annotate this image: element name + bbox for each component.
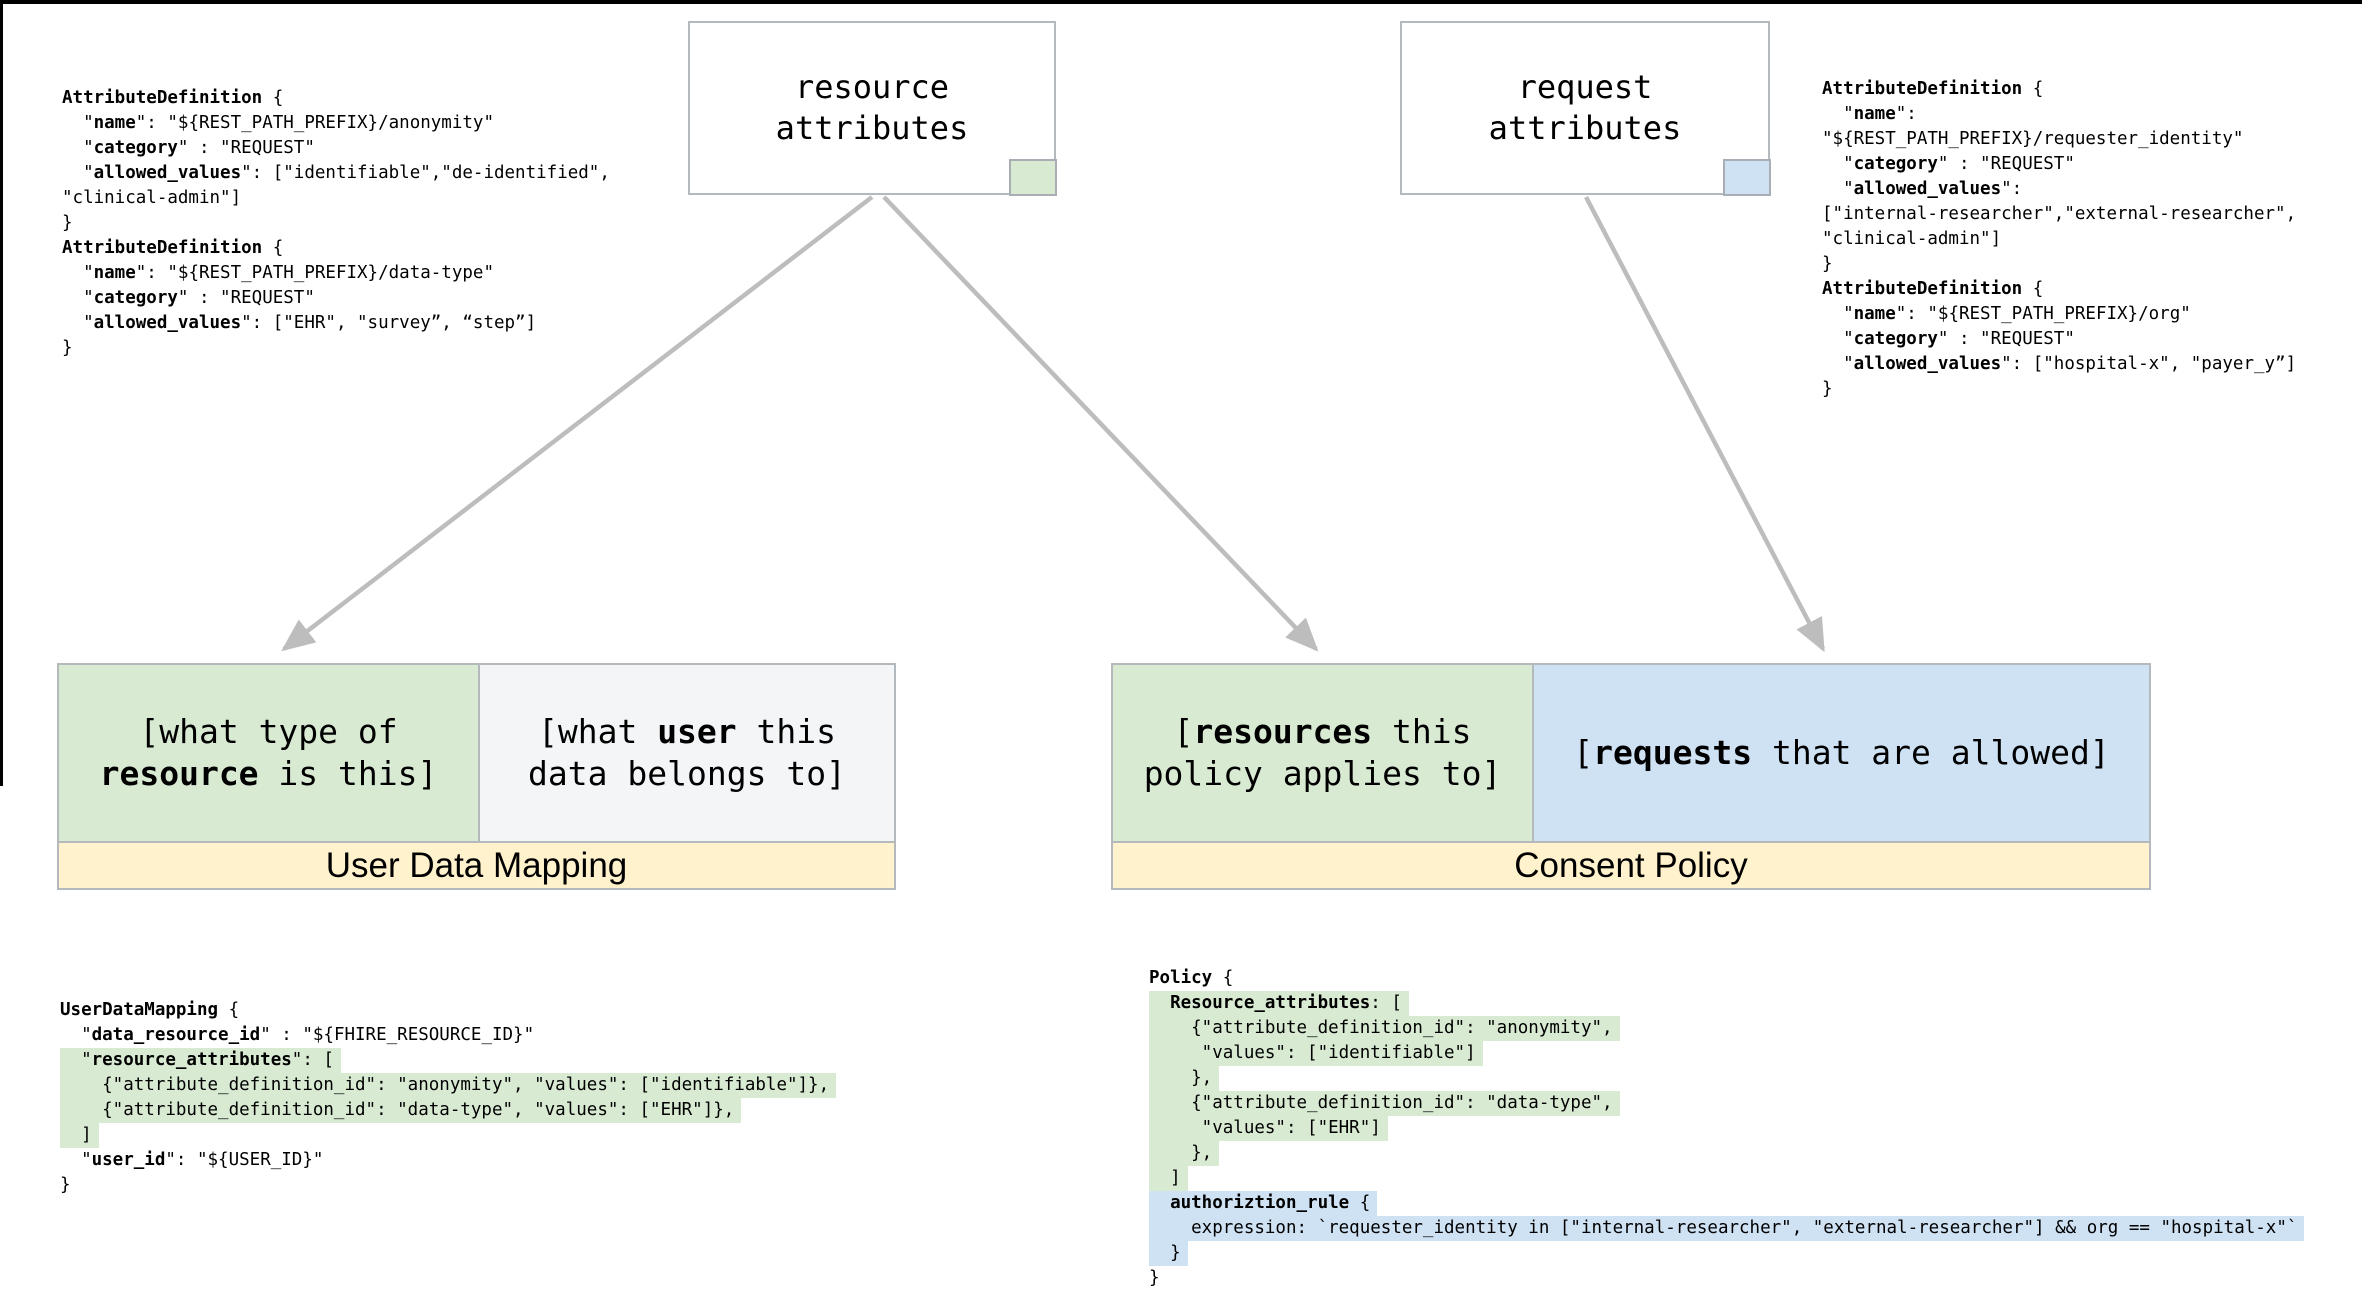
resource-attributes-label-line2: attributes (775, 109, 969, 147)
consent-policy-requests-cell: [requests that are allowed] (1532, 665, 2149, 841)
text-line: data belongs to] (528, 754, 846, 793)
text-line: ] (1149, 1166, 2304, 1191)
consent-policy-title: Consent Policy (1514, 845, 1748, 885)
text-line: "category" : "REQUEST" (62, 288, 315, 308)
text-line: } (1822, 379, 1833, 399)
text-line: "name": (1822, 104, 1917, 124)
text-line: AttributeDefinition { (1822, 79, 2044, 99)
user-data-mapping-code: UserDataMapping { "data_resource_id" : "… (60, 998, 837, 1198)
request-attributes-label-line1: request (1517, 68, 1653, 106)
text-line: } (60, 1175, 71, 1195)
text-line: [what user this (537, 712, 837, 751)
text-line: {"attribute_definition_id": "anonymity", (1149, 1016, 2304, 1041)
text-line: "category" : "REQUEST" (62, 138, 315, 158)
text-line: expression: `requester_identity in ["int… (1149, 1216, 2305, 1241)
consent-policy-title-band: Consent Policy (1113, 841, 2149, 888)
text-line: } (62, 338, 73, 358)
text-line: "category" : "REQUEST" (1822, 154, 2075, 174)
screenshot-top-edge-line (0, 0, 2362, 4)
text-line: "category" : "REQUEST" (1822, 329, 2075, 349)
text-line: [what type of (139, 712, 398, 751)
request-attributes-label-line2: attributes (1488, 109, 1682, 147)
text-line: "name": "${REST_PATH_PREFIX}/anonymity" (62, 113, 494, 133)
text-line: "resource_attributes": [ (60, 1048, 836, 1073)
arrow-request-to-consentpolicy (1584, 195, 1825, 653)
text-line: "${REST_PATH_PREFIX}/requester_identity" (1822, 129, 2244, 149)
text-line: }, (1149, 1141, 2304, 1166)
text-line: AttributeDefinition { (62, 88, 284, 108)
text-line: "name": "${REST_PATH_PREFIX}/org" (1822, 304, 2191, 324)
arrow-resource-to-consentpolicy (882, 195, 1319, 652)
text-line: policy applies to] (1143, 754, 1502, 793)
text-line: {"attribute_definition_id": "anonymity",… (60, 1073, 837, 1098)
text-line: Policy { (1149, 968, 1234, 988)
text-line: authoriztion_rule { (1149, 1191, 2304, 1216)
text-line: "values": ["EHR"] (1149, 1116, 2304, 1141)
text-line: Resource_attributes: [ (1149, 991, 2304, 1016)
attribute-definitions-right-code: AttributeDefinition { "name": "${REST_PAT… (1822, 77, 2296, 402)
text-line: AttributeDefinition { (1822, 279, 2044, 299)
text-line: ["internal-researcher","external-researc… (1822, 204, 2297, 224)
text-line: ] (60, 1123, 836, 1148)
text-line: resource is this] (99, 754, 438, 793)
resource-attributes-label-line1: resource (794, 68, 950, 106)
text-line: [requests that are allowed] (1573, 733, 2110, 772)
text-line: }, (1149, 1066, 2304, 1091)
text-line: "allowed_values": ["EHR", "survey”, “ste… (62, 313, 537, 333)
text-line: "values": ["identifiable"] (1149, 1041, 2304, 1066)
text-line: UserDataMapping { (60, 1000, 240, 1020)
text-line: "clinical-admin"] (1822, 229, 2002, 249)
text-line: AttributeDefinition { (62, 238, 284, 258)
text-line: "allowed_values": ["hospital-x", "payer_… (1822, 354, 2297, 374)
text-line: "allowed_values": (1822, 179, 2023, 199)
text-line: {"attribute_definition_id": "data-type", (1149, 1091, 2304, 1116)
attribute-definitions-left-code: AttributeDefinition { "name": "${REST_PA… (62, 86, 610, 361)
resource-attributes-green-corner-swatch (1009, 159, 1057, 196)
text-line: } (1822, 254, 1833, 274)
text-line: "data_resource_id" : "${FHIRE_RESOURCE_I… (60, 1025, 535, 1045)
text-line: "clinical-admin"] (62, 188, 242, 208)
text-line: } (1149, 1241, 2304, 1266)
user-data-mapping-title-band: User Data Mapping (59, 841, 894, 888)
request-attributes-node: request attributes (1400, 21, 1771, 196)
text-line: "allowed_values": ["identifiable","de-id… (62, 163, 610, 183)
text-line: } (62, 213, 73, 233)
resource-attributes-node: resource attributes (688, 21, 1057, 196)
screenshot-left-edge-line (0, 0, 3, 786)
text-line: } (1149, 1268, 1160, 1288)
text-line: {"attribute_definition_id": "data-type",… (60, 1098, 836, 1123)
text-line: "name": "${REST_PATH_PREFIX}/data-type" (62, 263, 494, 283)
request-attributes-blue-corner-swatch (1723, 159, 1771, 196)
text-line: [resources this (1173, 712, 1472, 751)
text-line: "user_id": "${USER_ID}" (60, 1150, 324, 1170)
user-data-mapping-title: User Data Mapping (325, 845, 628, 885)
policy-code: Policy { Resource_attributes: [ {"attrib… (1149, 966, 2305, 1291)
